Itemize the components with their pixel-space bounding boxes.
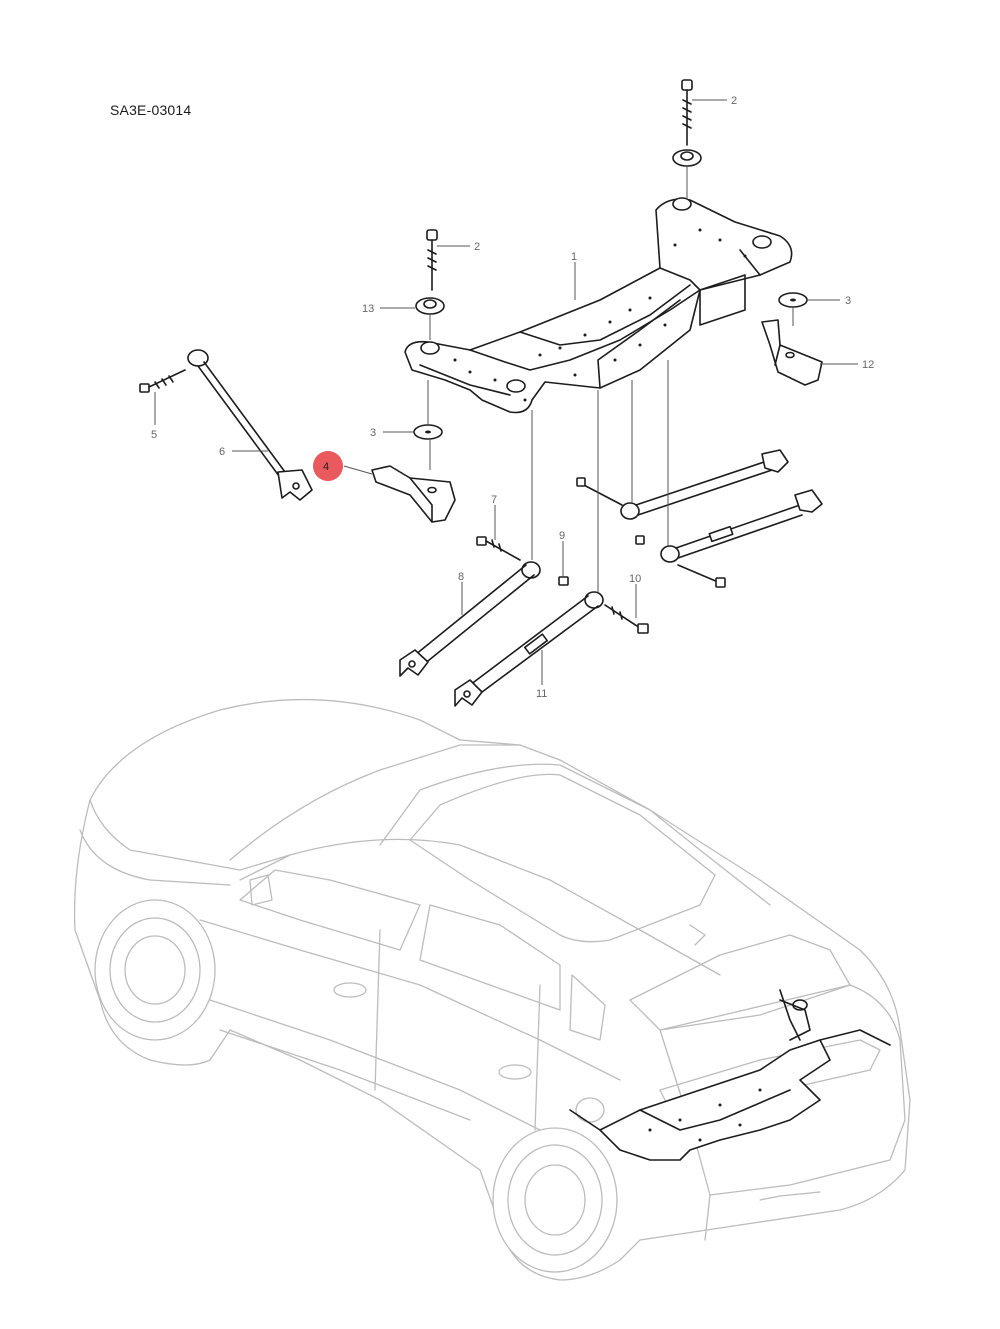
- bracket-12[interactable]: [761, 319, 823, 386]
- installed-subframe: [569, 989, 891, 1161]
- callout-7: 7: [491, 494, 497, 506]
- rear-subframe[interactable]: [404, 197, 793, 414]
- bracket-4[interactable]: [371, 465, 456, 523]
- link-6[interactable]: [187, 349, 313, 501]
- callout-4: 4: [323, 461, 329, 473]
- callout-3-left: 3: [370, 427, 376, 439]
- callout-12: 12: [862, 359, 874, 371]
- diagram-code: SA3E-03014: [110, 102, 192, 118]
- bolt-5[interactable]: [139, 369, 186, 393]
- washer-3-left[interactable]: [413, 424, 443, 440]
- washer-13[interactable]: [415, 297, 445, 315]
- vehicle-outline: [73, 698, 911, 1281]
- highlight-marker: [313, 451, 343, 481]
- callout-2-left: 2: [474, 241, 480, 253]
- callout-3-right: 3: [845, 295, 851, 307]
- bolt-2-right[interactable]: [672, 79, 702, 167]
- callout-6: 6: [219, 446, 225, 458]
- callout-11: 11: [536, 688, 547, 700]
- callout-5: 5: [151, 429, 157, 441]
- callout-13: 13: [362, 303, 374, 315]
- link-8[interactable]: [399, 561, 541, 677]
- upper-control-arm[interactable]: [576, 449, 789, 520]
- bolt-2-left[interactable]: [426, 229, 438, 291]
- callout-8: 8: [458, 571, 464, 583]
- washer-3-right[interactable]: [778, 292, 808, 308]
- callout-1: 1: [571, 251, 577, 263]
- callout-9: 9: [559, 530, 565, 542]
- link-11[interactable]: [454, 591, 604, 707]
- callout-labels: 2 2 1 13 3 3 12 4 5 6 7 8 9 10 11: [151, 95, 874, 700]
- callout-2-right: 2: [731, 95, 737, 107]
- leader-lines: [154, 99, 858, 685]
- callout-10: 10: [629, 573, 641, 585]
- nut-9[interactable]: [558, 576, 569, 586]
- bolt-7[interactable]: [476, 536, 521, 561]
- bolt-10[interactable]: [604, 604, 649, 634]
- toe-link[interactable]: [635, 489, 823, 588]
